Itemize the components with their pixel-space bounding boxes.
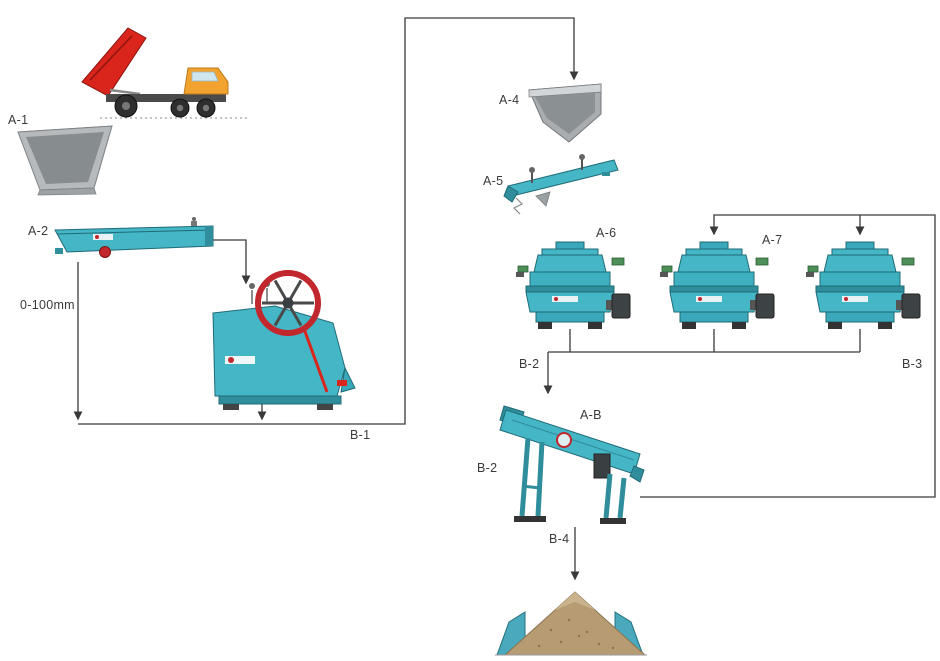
flow-feeder-to-jaw [213,239,251,285]
cone-crusher-2 [659,241,775,330]
label-a6: A-6 [596,226,617,240]
label-a7: A-7 [762,233,783,247]
label-b2-screen: B-2 [477,461,498,475]
cone-crusher-1 [515,241,631,330]
flow-b1-conveyor [78,17,579,425]
label-b1: B-1 [350,428,371,442]
label-size-range: 0-100mm [20,298,75,312]
jaw-flywheel [255,270,321,336]
dump-truck [81,27,248,119]
flow-lines [73,17,936,581]
label-b4: B-4 [549,532,570,546]
label-ab: A-B [580,408,602,422]
label-a1: A-1 [8,113,29,127]
label-b3: B-3 [902,357,923,371]
stockpile [495,591,647,656]
jaw-crusher [212,270,356,410]
hopper-a1 [17,125,113,196]
feeder-a5 [503,154,619,215]
cone-crusher-3 [805,241,921,330]
hopper-a4 [528,83,602,143]
label-a4: A-4 [499,93,520,107]
flow-oversize-return [640,214,936,498]
vibrating-screen [499,405,645,524]
label-b2-collector: B-2 [519,357,540,371]
label-a2: A-2 [28,224,49,238]
label-a5: A-5 [483,174,504,188]
vibrating-feeder-a2 [54,217,214,258]
